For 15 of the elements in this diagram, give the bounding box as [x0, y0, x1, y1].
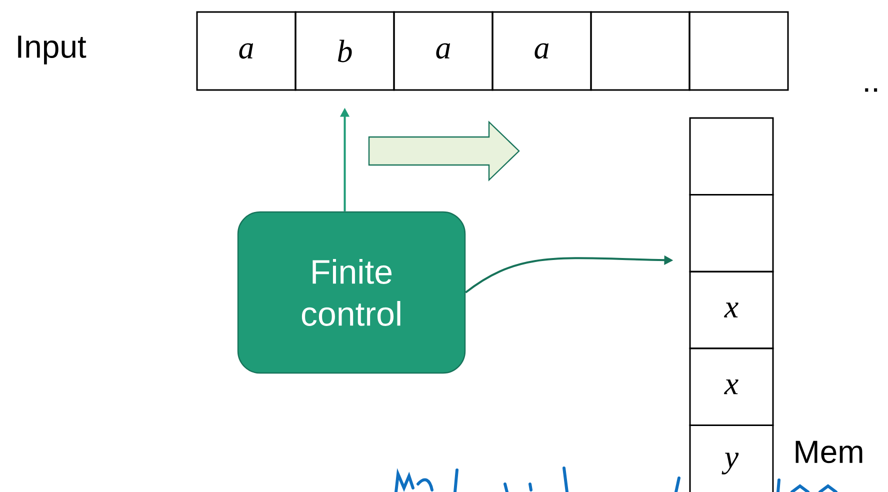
memory-label: Mem [796, 440, 862, 464]
tape-cell: b [294, 11, 395, 91]
tape-cell [688, 11, 789, 91]
tape-cell: a [492, 11, 592, 91]
stack-cell: x [689, 348, 774, 426]
control-box: Finite control [237, 211, 466, 374]
stack-cell [689, 117, 774, 196]
stack-cell: x [689, 270, 774, 350]
input-label: Input [18, 36, 86, 64]
stack-cell: y [689, 424, 774, 492]
ellipsis: .. [865, 88, 878, 92]
tape-cell [590, 11, 690, 91]
stack-cell [689, 194, 774, 272]
tape-cell: a [196, 11, 296, 91]
tape-cell: a [393, 11, 494, 91]
